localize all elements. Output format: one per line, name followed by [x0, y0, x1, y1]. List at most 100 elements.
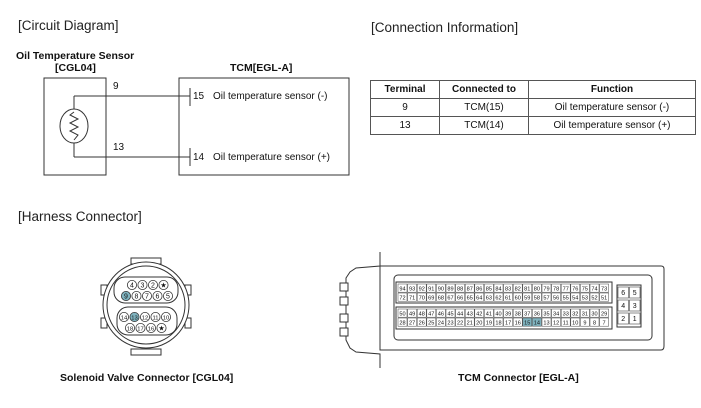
tcm-pin-label: 47: [428, 311, 434, 317]
tcm-pin-label: 87: [467, 286, 473, 292]
solenoid-pin-label: 12: [142, 316, 148, 322]
tcm-pin: [397, 292, 408, 302]
tcm-pin-label: 50: [399, 311, 405, 317]
tcm-pin-label: 62: [495, 295, 501, 301]
tcm-pin-label: 9: [583, 320, 586, 326]
table-row: 13 TCM(14) Oil temperature sensor (+): [370, 116, 696, 135]
solenoid-pin-label: 9: [124, 294, 128, 301]
tcm-pin: [474, 292, 485, 302]
wire-pin-13: 13: [113, 142, 125, 153]
tcm-pin-label: 39: [505, 311, 511, 317]
tcm-side-pin-label: 3: [633, 303, 637, 310]
tcm-pin-label: 29: [601, 311, 607, 317]
tcm-pin: [426, 317, 437, 327]
tcm-pin: [532, 308, 542, 318]
tcm-pin: [445, 317, 456, 327]
solenoid-pin-label: 4: [130, 283, 134, 290]
tcm-pin-label: 69: [428, 295, 434, 301]
tcm-pin: [407, 317, 417, 327]
tcm-pin: [455, 283, 465, 293]
tcm-pin: [464, 317, 475, 327]
solenoid-pin-label: 8: [135, 294, 139, 301]
tcm-pin-label: 52: [591, 295, 597, 301]
tcm-pin: [445, 283, 456, 293]
tcm-pin: [397, 317, 408, 327]
tcm-pin: [570, 292, 581, 302]
tcm-pin-15: 15: [193, 91, 205, 102]
tcm-pin: [532, 283, 542, 293]
tcm-pin-14: 14: [193, 152, 205, 163]
tcm-pin-label: 12: [553, 320, 559, 326]
tcm-pin-label: 64: [476, 295, 482, 301]
tcm-pin-label: 75: [582, 286, 588, 292]
tcm-pin: [512, 292, 523, 302]
solenoid-pin: [121, 290, 132, 301]
tcm-pin-label: 91: [428, 286, 434, 292]
tcm-side-pin-label: 2: [621, 316, 625, 323]
tcm-pin: [560, 292, 571, 302]
tcm-pin-label: 76: [572, 286, 578, 292]
solenoid-pin: [152, 290, 163, 301]
tcm-pin: [484, 292, 494, 302]
solenoid-pin: [127, 279, 138, 290]
tcm-pin: [503, 292, 513, 302]
tcm-side-pin: [629, 299, 641, 312]
solenoid-pin-label: 17: [137, 327, 143, 333]
tcm-pin: [445, 308, 456, 318]
tcm-pin-label: 68: [438, 295, 444, 301]
solenoid-pin: [141, 290, 152, 301]
solenoid-pin-label: 16: [148, 327, 154, 333]
tcm-pin: [464, 292, 475, 302]
tcm-pin: [560, 317, 571, 327]
tcm-pin: [522, 283, 533, 293]
tcm-pin: [599, 308, 609, 318]
tcm-pin: [532, 292, 542, 302]
solenoid-pin: [119, 311, 130, 322]
tcm-pin: [522, 317, 533, 327]
tcm-pin: [464, 308, 475, 318]
tcm-pin-label: 58: [534, 295, 540, 301]
tcm-pin-label: 23: [447, 320, 453, 326]
tcm-pin-label: 10: [572, 320, 578, 326]
tcm-pin: [397, 283, 408, 293]
solenoid-pin: [160, 311, 171, 322]
solenoid-pin-label: 18: [127, 327, 133, 333]
tcm-pin-label: 86: [476, 286, 482, 292]
tcm-pin-label: 31: [582, 311, 588, 317]
tcm-pin: [589, 317, 600, 327]
table-row: 9 TCM(15) Oil temperature sensor (-): [370, 98, 696, 117]
solenoid-pin: [145, 322, 156, 333]
tcm-pin-label: 66: [457, 295, 463, 301]
tcm-connector-caption: TCM Connector [EGL-A]: [458, 372, 579, 384]
solenoid-pin: [137, 279, 148, 290]
tcm-side-pin-label: 1: [633, 316, 637, 323]
solenoid-pin: [131, 290, 142, 301]
solenoid-pin-label: ★: [158, 325, 164, 333]
tcm-pin: [580, 317, 590, 327]
tcm-title: TCM[EGL-A]: [230, 62, 293, 74]
tcm-pin-label: 44: [457, 311, 463, 317]
sensor-title: Oil Temperature Sensor: [16, 50, 135, 62]
tcm-pin: [436, 292, 446, 302]
tcm-side-pin: [617, 286, 629, 299]
tcm-pin-label: 74: [591, 286, 597, 292]
solenoid-connector-caption: Solenoid Valve Connector [CGL04]: [60, 372, 234, 384]
tcm-pin: [407, 283, 417, 293]
tcm-box: [178, 77, 350, 176]
tcm-pin-label: 22: [457, 320, 463, 326]
tcm-pin: [560, 283, 571, 293]
tcm-pin-label: 84: [495, 286, 501, 292]
tcm-pin: [436, 317, 446, 327]
wire-pin-9: 9: [113, 81, 119, 92]
tcm-pin: [522, 308, 533, 318]
tcm-pin: [397, 308, 408, 318]
tcm-pin: [570, 317, 581, 327]
tcm-pin: [426, 283, 437, 293]
tcm-pin: [580, 308, 590, 318]
solenoid-pin-label: 14: [121, 316, 128, 322]
tcm-pin-label: 94: [399, 286, 405, 292]
tcm-pin: [407, 308, 417, 318]
